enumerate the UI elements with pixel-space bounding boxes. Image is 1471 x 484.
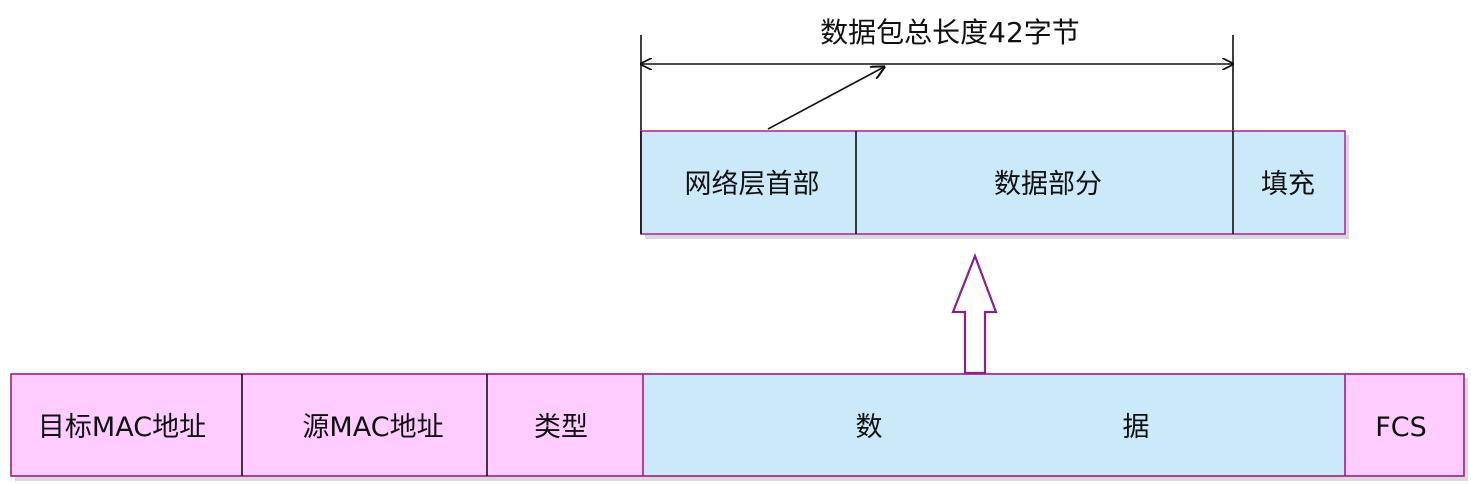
measure-label: 数据包总长度42字节 — [820, 16, 1080, 49]
pointer-arrow — [767, 67, 884, 130]
ip-packet: 网络层首部 数据部分 填充 — [640, 130, 1349, 239]
label-fcs: FCS — [1375, 412, 1427, 443]
frame-outline — [10, 373, 1465, 477]
label-data-right: 据 — [1123, 412, 1150, 443]
field-fcs — [1345, 374, 1464, 476]
label-network-header: 网络层首部 — [685, 169, 820, 200]
field-padding — [1233, 131, 1345, 234]
field-src-mac — [242, 374, 487, 476]
ethernet-frame: 目标MAC地址 源MAC地址 类型 数 据 FCS — [10, 373, 1468, 481]
field-data-part — [856, 131, 1233, 234]
length-measurement: 数据包总长度42字节 — [641, 16, 1233, 233]
field-type — [487, 374, 643, 476]
up-arrow — [951, 252, 998, 375]
field-dest-mac — [11, 374, 242, 476]
label-data-left: 数 — [856, 412, 883, 443]
label-src-mac: 源MAC地址 — [302, 412, 443, 443]
label-dest-mac: 目标MAC地址 — [38, 412, 206, 443]
label-padding: 填充 — [1261, 169, 1315, 200]
label-data-part: 数据部分 — [994, 169, 1102, 200]
field-network-header — [641, 131, 856, 234]
field-data — [643, 374, 1345, 476]
label-type: 类型 — [534, 412, 588, 443]
